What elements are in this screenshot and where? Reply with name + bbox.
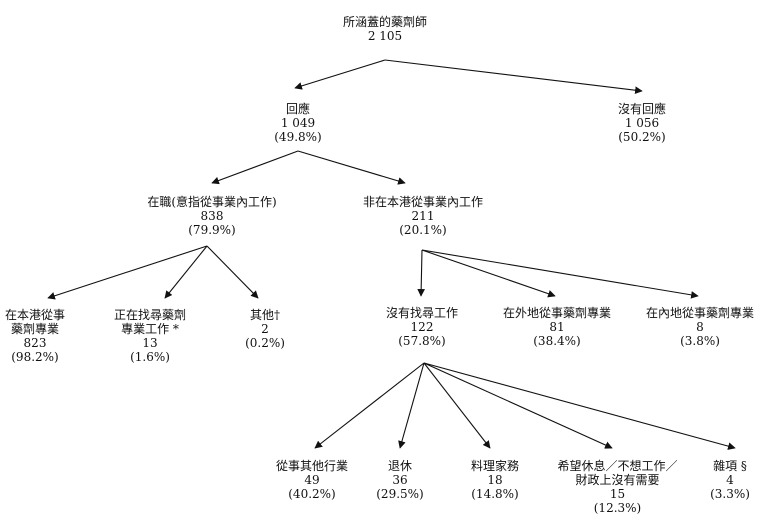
edge-responded-employed <box>211 150 299 185</box>
node-not-seeking: 沒有找尋工作 122 (57.8%) <box>362 306 482 348</box>
node-housework-percent: (14.8%) <box>471 487 519 501</box>
edge-not-seeking-retired <box>398 362 425 449</box>
node-misc-percent: (3.3%) <box>710 487 750 501</box>
node-seeking-work-count: 13 <box>142 336 158 350</box>
edge-not-seeking-other-industry <box>314 362 425 449</box>
node-root-label: 所涵蓋的藥劑師 <box>342 15 427 29</box>
node-mainland-count: 8 <box>696 320 704 334</box>
node-local-practice: 在本港從事 藥劑專業 823 (98.2%) <box>0 308 70 364</box>
edge-not-seeking-housework <box>423 362 491 449</box>
edge-not-local-mainland <box>421 249 699 299</box>
node-retired-label: 退休 <box>387 459 412 473</box>
node-overseas: 在外地從事藥劑專業 81 (38.4%) <box>487 306 627 348</box>
node-mainland: 在內地從事藥劑專業 8 (3.8%) <box>632 306 768 348</box>
node-mainland-percent: (3.8%) <box>680 334 720 348</box>
edge-not-seeking-misc <box>423 362 736 450</box>
node-retired-count: 36 <box>392 473 408 487</box>
node-rest-count: 15 <box>609 487 626 501</box>
edge-employed-local-practice <box>47 245 208 300</box>
node-retired-percent: (29.5%) <box>376 487 424 501</box>
node-rest-label-line-1: 希望休息／不想工作／ <box>557 459 678 473</box>
node-root-count: 2 105 <box>367 29 403 43</box>
node-housework-label: 料理家務 <box>470 459 519 473</box>
node-local-practice-label-line-1: 在本港從事 <box>4 308 65 322</box>
edge-root-no-response <box>384 59 643 94</box>
node-seeking-work-percent: (1.6%) <box>130 350 170 364</box>
node-rest-label-line-2: 財政上沒有需要 <box>575 473 660 487</box>
node-responded: 回應 1 049 (49.8%) <box>238 102 358 144</box>
node-retired: 退休 36 (29.5%) <box>370 459 430 501</box>
node-other: 其他† 2 (0.2%) <box>235 308 295 350</box>
node-seeking-work-label-line-2: 專業工作 * <box>121 322 179 336</box>
node-rest-percent: (12.3%) <box>593 501 642 515</box>
node-not-local-label: 非在本港從事業內工作 <box>362 195 483 209</box>
node-not-seeking-count: 122 <box>410 320 434 334</box>
node-local-practice-label-line-2: 藥劑專業 <box>10 322 59 336</box>
node-housework: 料理家務 18 (14.8%) <box>455 459 535 501</box>
edge-root-responded <box>294 59 386 90</box>
node-no-response-percent: (50.2%) <box>618 130 666 144</box>
node-seeking-work: 正在找尋藥劑 專業工作 * 13 (1.6%) <box>100 308 200 364</box>
node-not-seeking-percent: (57.8%) <box>398 334 446 348</box>
node-other-industry-percent: (40.2%) <box>288 487 336 501</box>
node-misc: 雜項 § 4 (3.3%) <box>700 459 760 501</box>
node-responded-percent: (49.8%) <box>274 130 322 144</box>
node-other-industry-count: 49 <box>304 473 320 487</box>
node-rest: 希望休息／不想工作／ 財政上沒有需要 15 (12.3%) <box>540 459 695 515</box>
node-not-local-percent: (20.1%) <box>399 223 447 237</box>
node-overseas-label: 在外地從事藥劑專業 <box>502 306 611 320</box>
node-other-count: 2 <box>261 322 269 336</box>
node-misc-label: 雜項 § <box>713 459 747 473</box>
node-housework-count: 18 <box>487 473 503 487</box>
node-other-percent: (0.2%) <box>245 336 285 350</box>
node-responded-label: 回應 <box>285 102 310 116</box>
node-other-industry: 從事其他行業 49 (40.2%) <box>262 459 362 501</box>
node-mainland-label: 在內地從事藥劑專業 <box>645 306 754 320</box>
edge-responded-not-local <box>297 150 406 185</box>
edge-not-local-not-seeking <box>417 249 425 297</box>
edge-not-local-overseas <box>421 249 556 298</box>
edge-employed-seeking-work <box>164 245 208 299</box>
node-no-response-count: 1 056 <box>624 116 660 130</box>
node-employed-count: 838 <box>200 209 224 223</box>
node-responded-count: 1 049 <box>280 116 316 130</box>
node-employed: 在職(意指從事業內工作) 838 (79.9%) <box>122 195 302 237</box>
node-no-response-label: 沒有回應 <box>617 102 666 116</box>
node-local-practice-percent: (98.2%) <box>11 350 59 364</box>
node-employed-percent: (79.9%) <box>188 223 236 237</box>
node-seeking-work-label-line-1: 正在找尋藥劑 <box>113 308 186 322</box>
node-overseas-count: 81 <box>549 320 565 334</box>
node-not-local: 非在本港從事業內工作 211 (20.1%) <box>333 195 513 237</box>
node-no-response: 沒有回應 1 056 (50.2%) <box>582 102 702 144</box>
node-overseas-percent: (38.4%) <box>533 334 581 348</box>
node-other-industry-label: 從事其他行業 <box>275 459 348 473</box>
edge-not-seeking-rest <box>423 362 613 449</box>
node-not-local-count: 211 <box>411 209 435 223</box>
node-misc-count: 4 <box>726 473 734 487</box>
node-not-seeking-label: 沒有找尋工作 <box>385 306 458 320</box>
node-local-practice-count: 823 <box>23 336 47 350</box>
node-other-label: 其他† <box>249 308 280 322</box>
node-root: 所涵蓋的藥劑師 2 105 <box>300 15 470 43</box>
edge-employed-other <box>206 245 259 299</box>
node-employed-label: 在職(意指從事業內工作) <box>147 195 277 209</box>
